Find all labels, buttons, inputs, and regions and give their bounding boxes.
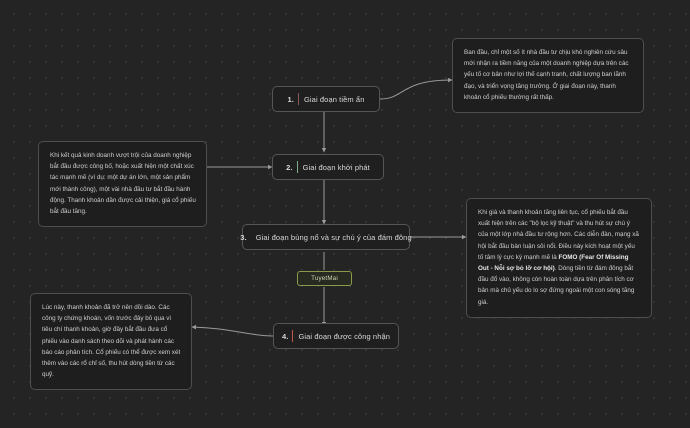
node-stage-2[interactable]: 2. Giai đoạn khởi phát — [272, 154, 384, 180]
note-stage3-text-before: Khi giá và thanh khoản tăng liên tục, cổ… — [478, 209, 639, 261]
note-stage1[interactable]: Ban đầu, chỉ một số ít nhà đầu tư chịu k… — [452, 38, 644, 114]
edge-stage1-to-note1 — [379, 77, 453, 100]
note-stage2[interactable]: Khi kết quả kinh doanh vượt trội của doa… — [38, 141, 207, 228]
node-stage-4[interactable]: 4. Giai đoạn được công nhận — [273, 323, 399, 349]
note-stage2-text: Khi kết quả kinh doanh vượt trội của doa… — [50, 152, 196, 216]
node-stage-2-number: 2. — [286, 162, 293, 172]
node-stage-2-accent-bar — [296, 161, 298, 173]
note-stage1-text: Ban đầu, chỉ một số ít nhà đầu tư chịu k… — [464, 49, 629, 101]
node-stage-1[interactable]: 1. Giai đoạn tiềm ẩn — [272, 86, 380, 112]
note-stage4[interactable]: Lúc này, thanh khoản đã trở nên dồi dào.… — [30, 293, 192, 391]
node-stage-1-number: 1. — [287, 94, 294, 104]
node-stage-4-label: Giai đoạn được công nhận — [298, 331, 391, 341]
edge-stage4-to-note4 — [191, 324, 274, 337]
node-stage-3-label: Giai đoạn bùng nổ và sự chú ý của đám đô… — [255, 232, 412, 242]
node-stage-1-label: Giai đoạn tiềm ẩn — [303, 94, 365, 104]
note-stage3-bold: FOMO (Fear Of Missing Out - Nỗi sợ bỏ lỡ… — [478, 253, 629, 273]
note-stage3-text-after: . Dòng tiền từ đám đông bắt đầu đổ vào, … — [478, 265, 635, 306]
node-stage-3-number: 3. — [240, 232, 247, 242]
node-stage-2-label: Giai đoạn khởi phát — [302, 162, 370, 172]
node-stage-3[interactable]: 3. Giai đoạn bùng nổ và sự chú ý của đám… — [240, 224, 412, 250]
node-tag-label: TuyetMai — [311, 275, 338, 282]
node-stage-4-number: 4. — [281, 331, 289, 341]
node-stage-1-accent-bar — [297, 93, 299, 105]
node-stage-4-accent-bar — [292, 330, 294, 342]
note-stage3[interactable]: Khi giá và thanh khoản tăng liên tục, cổ… — [466, 198, 652, 318]
note-stage4-text: Lúc này, thanh khoản đã trở nên dồi dào.… — [42, 304, 181, 379]
node-tag-tuyetmai[interactable]: TuyetMai — [297, 271, 352, 286]
